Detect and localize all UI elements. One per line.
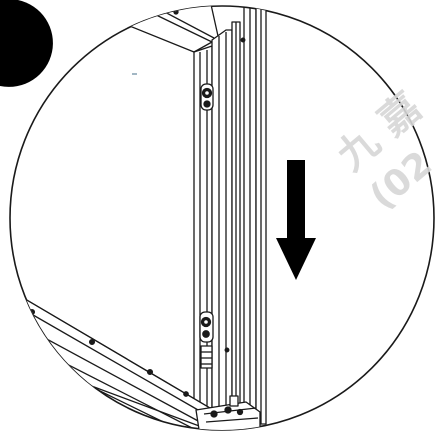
lower-hinge	[199, 311, 230, 369]
lens-content	[10, 6, 267, 430]
step-marker-circle	[0, 2, 42, 86]
upper-hinge	[200, 83, 214, 111]
corner-joint	[195, 395, 261, 430]
arrow-down-icon	[276, 160, 316, 280]
